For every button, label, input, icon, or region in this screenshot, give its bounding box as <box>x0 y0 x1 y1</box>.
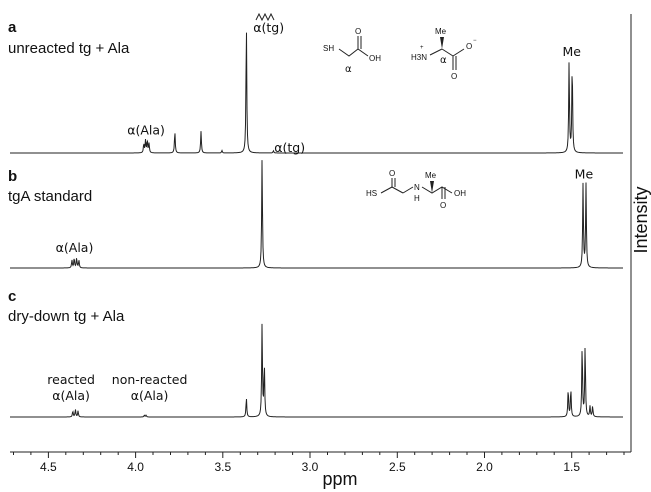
peak-label-c-2: non-reacted <box>112 372 188 387</box>
x-tick-label-1: 4.0 <box>127 460 144 474</box>
panel-a-letter: a <box>8 19 17 36</box>
structure-alanine <box>429 48 465 70</box>
ala-o-label: O <box>451 72 457 81</box>
tga-oh-label: OH <box>454 189 466 198</box>
spectrum-trace-a <box>10 32 623 154</box>
x-tick-label-4: 2.5 <box>389 460 406 474</box>
x-axis-ticks: 4.5 4.0 3.5 3.0 2.5 2.0 1.5 <box>13 452 625 474</box>
x-axis-label: ppm <box>322 469 357 489</box>
y-axis-label: Intensity <box>631 186 651 253</box>
peak-label-a-2: Me <box>562 44 581 59</box>
peak-label-c-3: α(Ala) <box>131 388 169 403</box>
panel-b-title: tgA standard <box>8 188 92 205</box>
tga-o1-label: O <box>389 169 395 178</box>
tg-oh-label: OH <box>369 54 381 63</box>
panel-b-letter: b <box>8 168 17 185</box>
tga-n-label: N <box>414 183 420 192</box>
tg-o-label: O <box>355 27 361 36</box>
x-tick-label-5: 2.0 <box>476 460 493 474</box>
tga-hs-label: HS <box>366 189 377 198</box>
ala-me-label: Me <box>435 27 447 36</box>
panel-c-title: dry-down tg + Ala <box>8 308 125 325</box>
x-tick-label-6: 1.5 <box>563 460 580 474</box>
alanine-wedge-bond <box>440 37 444 49</box>
peak-label-a-0: α(Ala) <box>127 123 165 138</box>
structure-thioglycolic-acid <box>338 36 369 57</box>
tga-o2-label: O <box>440 201 446 210</box>
tg-alpha-label: α <box>345 64 352 75</box>
x-tick-label-2: 3.5 <box>214 460 231 474</box>
tga-me-label: Me <box>425 171 437 180</box>
spectra-layer <box>10 32 623 418</box>
ala-minus-label: − <box>473 38 477 44</box>
ala-nh3-label: H3N <box>411 53 427 62</box>
spectrum-trace-c <box>10 323 623 418</box>
ala-alpha-label: α <box>440 55 447 66</box>
peak-labels: α(Ala)α(tg)Meα(Ala)α(tg)Mereactedα(Ala)n… <box>47 20 593 403</box>
ala-plus-label: + <box>420 45 424 51</box>
panel-c-letter: c <box>8 288 16 305</box>
panel-a-title: unreacted tg + Ala <box>8 40 130 57</box>
x-tick-label-3: 3.0 <box>302 460 319 474</box>
peak-label-b-2: Me <box>575 166 594 181</box>
tga-h-label: H <box>414 194 420 203</box>
structure-tga <box>380 178 453 199</box>
ala-o-minus-label: O <box>466 42 472 51</box>
peak-label-c-1: α(Ala) <box>52 388 90 403</box>
spectrum-trace-b <box>10 160 623 269</box>
peak-label-b-1: α(tg) <box>274 140 305 155</box>
truncation-mark <box>255 12 275 22</box>
peak-label-c-0: reacted <box>47 372 95 387</box>
tga-wedge-bond <box>430 181 434 193</box>
x-tick-label-0: 4.5 <box>40 460 57 474</box>
peak-label-a-1: α(tg) <box>253 20 284 35</box>
tg-sh-label: SH <box>323 44 334 53</box>
peak-label-b-0: α(Ala) <box>56 240 94 255</box>
